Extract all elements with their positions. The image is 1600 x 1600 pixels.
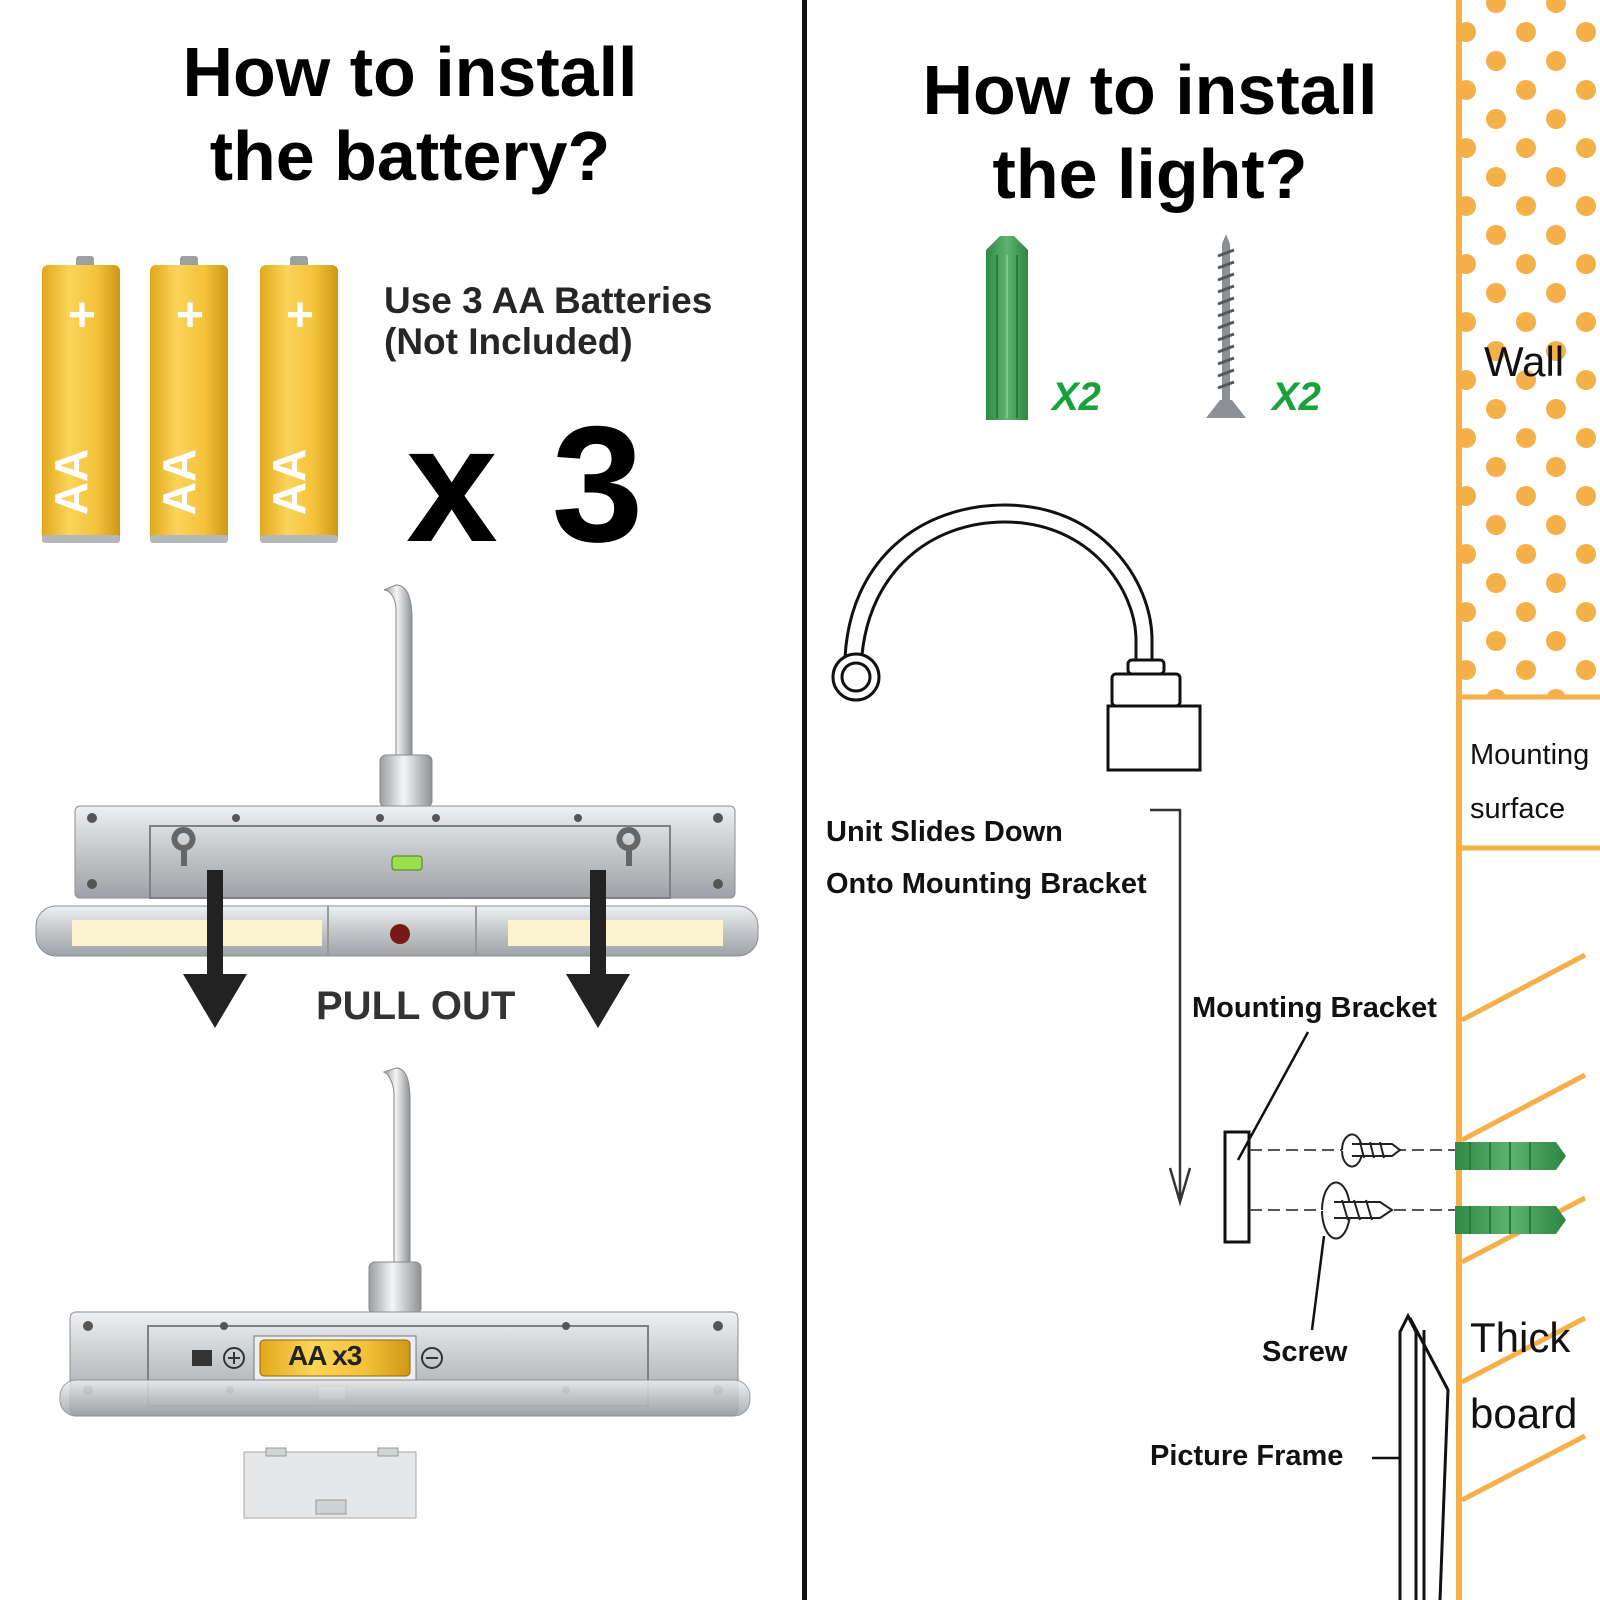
bracket-hook-drawing	[831, 503, 1202, 772]
battery-aa-2	[150, 256, 228, 543]
battery-note-line1: Use 3 AA Batteries	[384, 280, 713, 321]
mounting-surface-line2: surface	[1470, 793, 1566, 825]
battery-title-line1: How to install	[182, 33, 638, 111]
battery-1-label: AA	[45, 448, 98, 516]
slide-line1: Unit Slides Down	[826, 816, 1063, 848]
battery-section-title: How to install the battery?	[60, 30, 760, 198]
battery-note: Use 3 AA Batteries (Not Included)	[384, 280, 712, 362]
light-title-line1: How to install	[922, 51, 1378, 129]
anchor-quantity: X2	[1052, 375, 1101, 419]
picture-frame-label: Picture Frame	[1150, 1440, 1344, 1472]
battery-1-plus: +	[68, 289, 97, 342]
battery-title-line2: the battery?	[209, 117, 611, 195]
screw-quantity: X2	[1272, 375, 1321, 419]
screw-upper	[1250, 1133, 1455, 1168]
battery-aa-3	[260, 256, 338, 543]
screw-lower	[1250, 1181, 1455, 1331]
thick-line2: board	[1470, 1390, 1578, 1437]
wall-anchor-lower	[1455, 1206, 1566, 1234]
battery-2-label: AA	[153, 448, 206, 516]
battery-aa-1	[42, 256, 120, 543]
compartment-label: AA x3	[288, 1340, 362, 1371]
battery-3-plus: +	[286, 289, 315, 342]
slide-instruction: Unit Slides Down Onto Mounting Bracket	[826, 806, 1147, 910]
light-fixture-open	[59, 1067, 751, 1417]
battery-2-plus: +	[176, 289, 205, 342]
slide-down-arrow	[1150, 808, 1192, 1207]
pull-out-label: PULL OUT	[316, 984, 516, 1028]
mounting-bracket-plate	[1223, 1031, 1310, 1244]
thick-line1: Thick	[1470, 1314, 1571, 1361]
section-divider	[802, 0, 807, 1600]
battery-cover	[243, 1447, 417, 1519]
thick-board-label: Thick board	[1470, 1300, 1577, 1452]
light-title-line2: the light?	[992, 135, 1308, 213]
wall-label: Wall	[1484, 338, 1565, 385]
light-section-title: How to install the light?	[830, 48, 1470, 216]
slide-line2: Onto Mounting Bracket	[826, 868, 1147, 900]
wood-screw	[1206, 234, 1246, 418]
battery-count: x 3	[406, 392, 648, 576]
pull-out-arrow-right	[566, 870, 630, 1028]
picture-light-fixture	[35, 584, 759, 957]
battery-3-label: AA	[263, 448, 316, 516]
wall-anchor-upper	[1455, 1142, 1566, 1170]
wall-column	[1452, 0, 1600, 1600]
pull-out-arrow-left	[183, 870, 247, 1028]
wall-anchor	[986, 236, 1028, 420]
picture-frame-drawing	[1372, 1312, 1450, 1600]
battery-note-line2: (Not Included)	[384, 321, 633, 362]
mounting-surface-line1: Mounting	[1470, 739, 1590, 771]
screw-label: Screw	[1262, 1336, 1348, 1368]
mounting-bracket-label: Mounting Bracket	[1192, 992, 1437, 1024]
mounting-surface-label: Mounting surface	[1470, 728, 1589, 836]
